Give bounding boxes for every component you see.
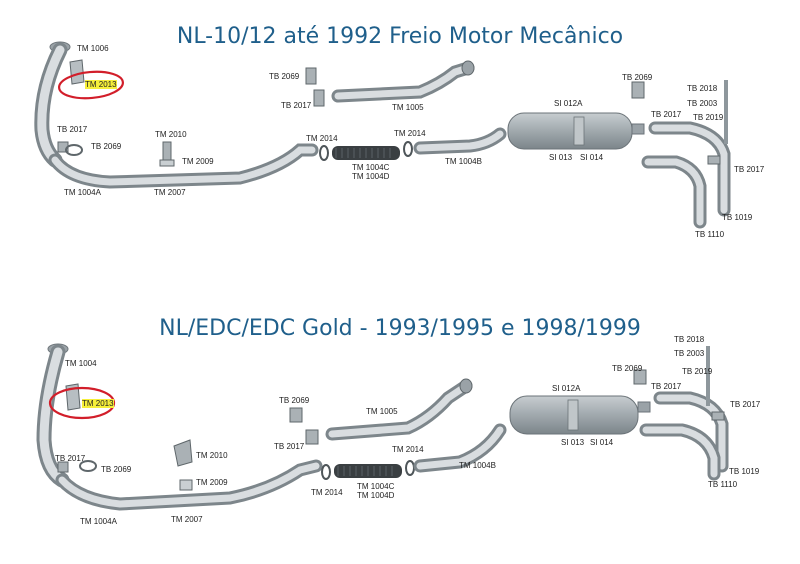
bracket-tm2013 bbox=[58, 59, 124, 100]
pipe-tm1004b bbox=[413, 127, 507, 155]
flex-pipe-tm1004c-2 bbox=[334, 464, 402, 478]
label-si014-2: SI 014 bbox=[590, 438, 614, 447]
pipe-tm1004a-2 bbox=[55, 459, 323, 511]
tailpipes-tb1019-tb1110 bbox=[631, 80, 731, 229]
tailpipes-2 bbox=[633, 346, 729, 481]
label-tm2009: TM 2009 bbox=[182, 157, 214, 166]
label-tb2069-b-2: TB 2069 bbox=[279, 396, 310, 405]
hanger-tm2010 bbox=[159, 141, 175, 167]
label-tm1004d: TM 1004D bbox=[352, 172, 390, 181]
label-tb2069-c-2: TB 2069 bbox=[612, 364, 643, 373]
label-tb2017-b-2: TB 2017 bbox=[274, 442, 305, 451]
pipe-tm1005 bbox=[305, 60, 475, 107]
muffler-si012a bbox=[507, 112, 645, 150]
label-tm2007-2: TM 2007 bbox=[171, 515, 203, 524]
label-tb1110-2: TB 1110 bbox=[708, 480, 738, 489]
label-tb2017-b: TB 2017 bbox=[281, 101, 312, 110]
label-tb2017-a-2: TB 2017 bbox=[55, 454, 86, 463]
label-tm1006: TM 1006 bbox=[77, 44, 109, 53]
label-tb2017-c-2: TB 2017 bbox=[651, 382, 682, 391]
label-tm2010: TM 2010 bbox=[155, 130, 187, 139]
label-tb2017-d: TB 2017 bbox=[734, 165, 765, 174]
label-tb1019: TB 1019 bbox=[722, 213, 753, 222]
label-si014: SI 014 bbox=[580, 153, 604, 162]
label-tb1019-2: TB 1019 bbox=[729, 467, 760, 476]
label-si012a: SI 012A bbox=[554, 99, 583, 108]
hanger-tm2010-2 bbox=[173, 439, 193, 491]
downpipe-tm1006 bbox=[34, 41, 71, 168]
label-si013: SI 013 bbox=[549, 153, 573, 162]
label-tm1004-2: TM 1004 bbox=[65, 359, 97, 368]
label-tb2069-a: TB 2069 bbox=[91, 142, 122, 151]
clamps-left-2 bbox=[57, 460, 97, 473]
downpipe-tm1004 bbox=[36, 343, 70, 488]
label-tm2010-2: TM 2010 bbox=[196, 451, 228, 460]
label-tm2013-2: TM 2013 bbox=[82, 399, 114, 408]
label-tm2009-2: TM 2009 bbox=[196, 478, 228, 487]
label-tm2014-b-2: TM 2014 bbox=[392, 445, 424, 454]
label-tb1110: TB 1110 bbox=[695, 230, 725, 239]
bracket-tm2013-2 bbox=[48, 383, 116, 420]
label-tm2013: TM 2013 bbox=[85, 80, 117, 89]
pipe-tm1004a bbox=[48, 143, 319, 189]
label-tb2017-a: TB 2017 bbox=[57, 125, 88, 134]
label-tm2007: TM 2007 bbox=[154, 188, 186, 197]
label-tb2017-c: TB 2017 bbox=[651, 110, 682, 119]
label-tb2019: TB 2019 bbox=[693, 113, 724, 122]
label-tb2003-2: TB 2003 bbox=[674, 349, 705, 358]
label-tm2014-a: TM 2014 bbox=[306, 134, 338, 143]
label-tm1005: TM 1005 bbox=[392, 103, 424, 112]
flex-pipe-tm1004c bbox=[332, 146, 400, 160]
label-tm1005-2: TM 1005 bbox=[366, 407, 398, 416]
pipe-tm1005-2 bbox=[289, 378, 473, 445]
label-tm1004a: TM 1004A bbox=[64, 188, 101, 197]
clamps-tb2017-tb2069-left bbox=[57, 141, 83, 156]
label-si012a-2: SI 012A bbox=[552, 384, 581, 393]
label-si013-2: SI 013 bbox=[561, 438, 585, 447]
muffler-si012a-2 bbox=[509, 395, 651, 435]
label-tm1004b: TM 1004B bbox=[445, 157, 482, 166]
diagram-2-parts bbox=[36, 343, 729, 511]
label-tb2018-2: TB 2018 bbox=[674, 335, 705, 344]
label-tm2014-b: TM 2014 bbox=[394, 129, 426, 138]
label-tm1004a-2: TM 1004A bbox=[80, 517, 117, 526]
label-tb2018: TB 2018 bbox=[687, 84, 718, 93]
label-tm1004b-2: TM 1004B bbox=[459, 461, 496, 470]
label-tb2069-b: TB 2069 bbox=[269, 72, 300, 81]
label-tm1004c-2: TM 1004C bbox=[357, 482, 395, 491]
label-tb2019-2: TB 2019 bbox=[682, 367, 713, 376]
label-tm2014-a-2: TM 2014 bbox=[311, 488, 343, 497]
diagram-2-title: NL/EDC/EDC Gold - 1993/1995 e 1998/1999 bbox=[159, 316, 641, 341]
label-tb2069-a-2: TB 2069 bbox=[101, 465, 132, 474]
label-tm1004d-2: TM 1004D bbox=[357, 491, 395, 500]
label-tb2017-d-2: TB 2017 bbox=[730, 400, 761, 409]
label-tb2003: TB 2003 bbox=[687, 99, 718, 108]
label-tb2069-c: TB 2069 bbox=[622, 73, 653, 82]
pipe-tm1004b-2 bbox=[413, 423, 507, 473]
label-tm1004c: TM 1004C bbox=[352, 163, 390, 172]
diagram-1-title: NL-10/12 até 1992 Freio Motor Mecânico bbox=[176, 24, 624, 49]
diagram-1-parts bbox=[34, 41, 731, 229]
